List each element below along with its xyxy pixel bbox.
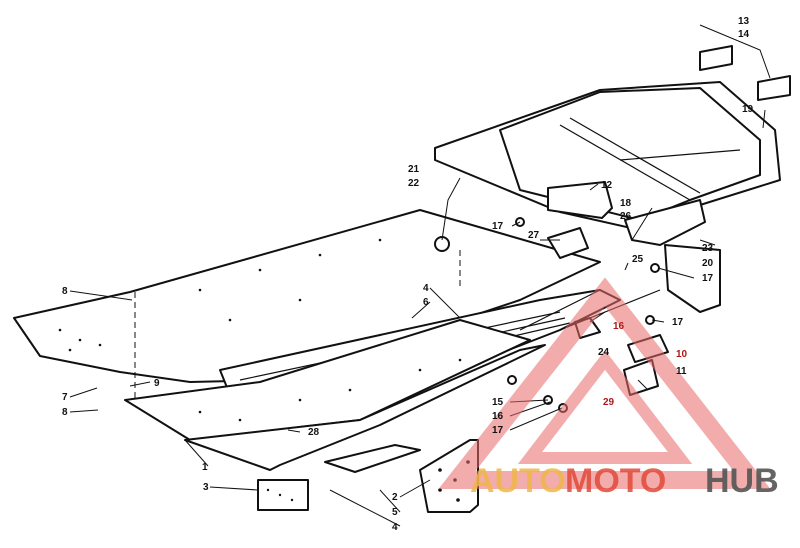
callout-1: 1 bbox=[202, 462, 208, 473]
callout-18: 18 bbox=[620, 198, 632, 209]
callout-21: 21 bbox=[408, 164, 420, 175]
callout-19: 19 bbox=[742, 104, 754, 115]
leader-lines bbox=[69, 24, 771, 527]
callout-7: 7 bbox=[62, 392, 68, 403]
side-panel bbox=[124, 319, 546, 471]
callout-13: 13 bbox=[738, 16, 750, 27]
callout-8a: 8 bbox=[62, 286, 68, 297]
callout-22: 22 bbox=[408, 178, 420, 189]
small-plate bbox=[324, 444, 421, 473]
callout-27: 27 bbox=[528, 230, 540, 241]
callout-4a: 4 bbox=[423, 283, 429, 294]
callout-8b: 8 bbox=[62, 407, 68, 418]
callout-28: 28 bbox=[308, 427, 320, 438]
watermark-hub: HUB bbox=[705, 462, 779, 500]
reflector-plate bbox=[257, 479, 309, 511]
callout-29: 29 bbox=[603, 397, 615, 408]
callout-24: 24 bbox=[598, 347, 610, 358]
callout-26: 26 bbox=[620, 211, 632, 222]
callout-2: 2 bbox=[392, 492, 398, 503]
callout-6: 6 bbox=[423, 297, 429, 308]
callout-4b: 4 bbox=[392, 522, 398, 533]
callout-17b: 17 bbox=[702, 273, 714, 284]
watermark-logo: AUTO MOTO HUB bbox=[470, 462, 779, 500]
watermark-triangle bbox=[438, 277, 771, 489]
callout-11: 11 bbox=[676, 366, 687, 377]
callouts: 1 2 3 4 4 5 6 7 8 8 9 10 11 12 13 14 15 … bbox=[62, 16, 754, 533]
reflector-14 bbox=[757, 75, 791, 101]
callout-17c: 17 bbox=[672, 317, 684, 328]
callout-15: 15 bbox=[492, 397, 504, 408]
callout-23: 23 bbox=[702, 243, 714, 254]
callout-3: 3 bbox=[203, 482, 209, 493]
callout-5: 5 bbox=[392, 507, 398, 518]
watermark-moto: MOTO bbox=[565, 462, 666, 500]
callout-20: 20 bbox=[702, 258, 714, 269]
rivet-holes bbox=[58, 238, 382, 352]
callout-25: 25 bbox=[632, 254, 644, 265]
watermark-auto: AUTO bbox=[470, 462, 566, 500]
callout-9: 9 bbox=[154, 378, 160, 389]
callout-12: 12 bbox=[601, 180, 613, 191]
callout-14: 14 bbox=[738, 29, 750, 40]
callout-17a: 17 bbox=[492, 221, 504, 232]
callout-17d: 17 bbox=[492, 425, 504, 436]
callout-16a: 16 bbox=[613, 321, 625, 332]
callout-10: 10 bbox=[676, 349, 688, 360]
reflector-13 bbox=[699, 45, 733, 71]
callout-16b: 16 bbox=[492, 411, 504, 422]
